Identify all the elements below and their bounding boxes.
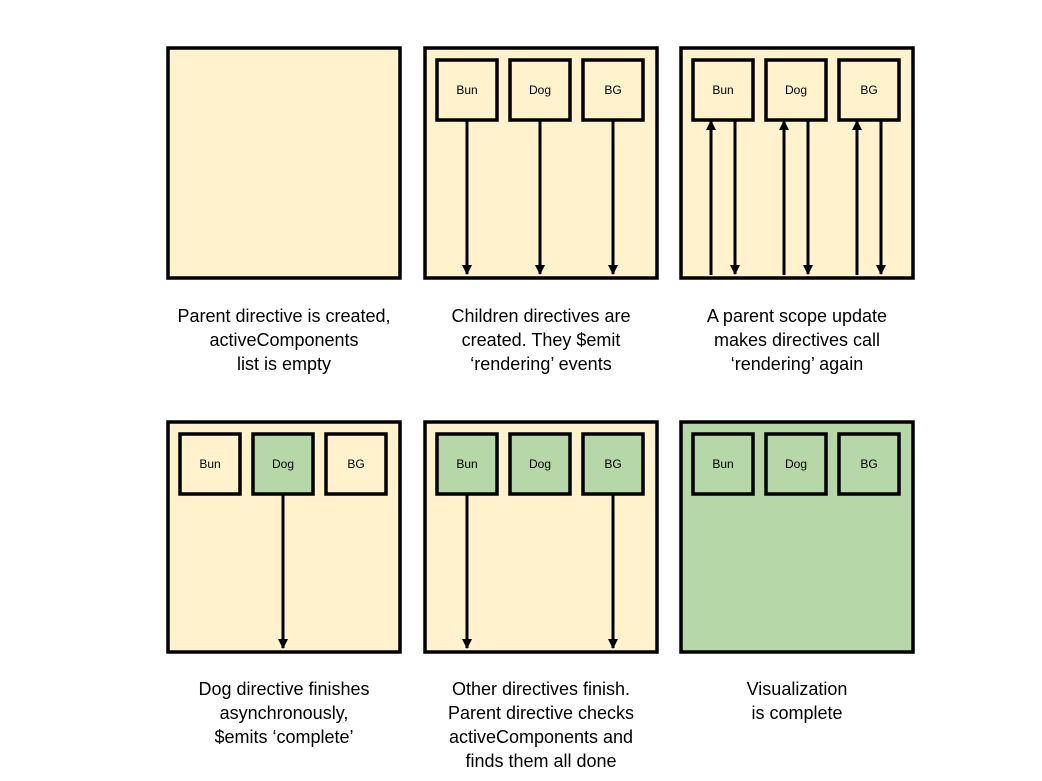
child-box: [837, 58, 901, 122]
child-label: BG: [860, 83, 877, 97]
child-label: Bun: [199, 457, 220, 471]
child-label: BG: [347, 457, 364, 471]
caption-line: Dog directive finishes: [198, 679, 370, 699]
child-label: BG: [604, 83, 621, 97]
child-directive-bun: Bun: [435, 58, 499, 122]
child-label: Bun: [456, 457, 477, 471]
caption-line: activeComponents: [209, 330, 359, 350]
child-directive-bg: BG: [837, 58, 901, 122]
child-box: [508, 432, 572, 496]
parent-directive-box: [166, 46, 402, 280]
caption-line: Children directives are: [451, 306, 631, 326]
child-box: [837, 432, 901, 496]
caption-line: Visualization: [746, 679, 848, 699]
panel-1: [166, 46, 402, 280]
child-box: [691, 58, 755, 122]
child-label: BG: [604, 457, 621, 471]
child-directive-dog: Dog: [764, 58, 828, 122]
panel-6: Bun Dog BG: [679, 420, 915, 654]
child-directive-dog: Dog: [251, 432, 315, 496]
caption-line: ‘rendering’ again: [730, 354, 864, 374]
child-box: [178, 432, 242, 496]
child-directive-bg: BG: [581, 58, 645, 122]
child-directive-dog: Dog: [508, 58, 572, 122]
child-box: [764, 432, 828, 496]
caption-line: ‘rendering’ events: [470, 354, 612, 374]
caption-line: activeComponents and: [448, 727, 634, 747]
panel-4: Bun Dog BG: [166, 420, 402, 654]
panel-1-caption: Parent directive is created, activeCompon…: [154, 304, 414, 376]
child-label: Bun: [456, 83, 477, 97]
child-directive-bun: Bun: [435, 432, 499, 496]
panel-2-caption: Children directives are created. They $em…: [411, 304, 671, 376]
child-directive-bg: BG: [324, 432, 388, 496]
child-directive-bg: BG: [581, 432, 645, 496]
child-label: Dog: [785, 83, 807, 97]
caption-line: $emits ‘complete’: [214, 727, 354, 747]
child-label: Bun: [712, 83, 733, 97]
child-box: [581, 58, 645, 122]
child-label: Bun: [712, 457, 733, 471]
caption-line: A parent scope update: [706, 306, 888, 326]
child-label: Dog: [529, 457, 551, 471]
child-directive-bun: Bun: [691, 432, 755, 496]
panel-2: Bun Dog BG: [423, 46, 659, 280]
child-label: Dog: [272, 457, 294, 471]
panel-5: Bun Dog BG: [423, 420, 659, 654]
panel-5-caption: Other directives finish. Parent directive…: [411, 677, 671, 773]
caption-line: is complete: [751, 703, 843, 723]
panel-3: Bun Dog BG: [679, 46, 915, 280]
child-directive-dog: Dog: [764, 432, 828, 496]
child-box: [435, 432, 499, 496]
caption-line: list is empty: [236, 354, 332, 374]
child-directive-bg: BG: [837, 432, 901, 496]
caption-line: finds them all done: [465, 751, 617, 771]
panel-6-caption: Visualization is complete: [667, 677, 927, 725]
caption-line: asynchronously,: [219, 703, 349, 723]
panel-3-caption: A parent scope update makes directives ca…: [667, 304, 927, 376]
child-box: [764, 58, 828, 122]
caption-line: Other directives finish.: [451, 679, 631, 699]
caption-line: Parent directive is created,: [177, 306, 391, 326]
child-directive-bun: Bun: [178, 432, 242, 496]
child-label: BG: [860, 457, 877, 471]
child-label: Dog: [529, 83, 551, 97]
child-box: [691, 432, 755, 496]
caption-line: makes directives call: [713, 330, 881, 350]
child-label: Dog: [785, 457, 807, 471]
child-box: [251, 432, 315, 496]
child-directive-dog: Dog: [508, 432, 572, 496]
child-box: [324, 432, 388, 496]
caption-line: Parent directive checks: [447, 703, 635, 723]
child-directive-bun: Bun: [691, 58, 755, 122]
panel-4-caption: Dog directive finishes asynchronously, $em…: [154, 677, 414, 749]
caption-line: created. They $emit: [461, 330, 621, 350]
